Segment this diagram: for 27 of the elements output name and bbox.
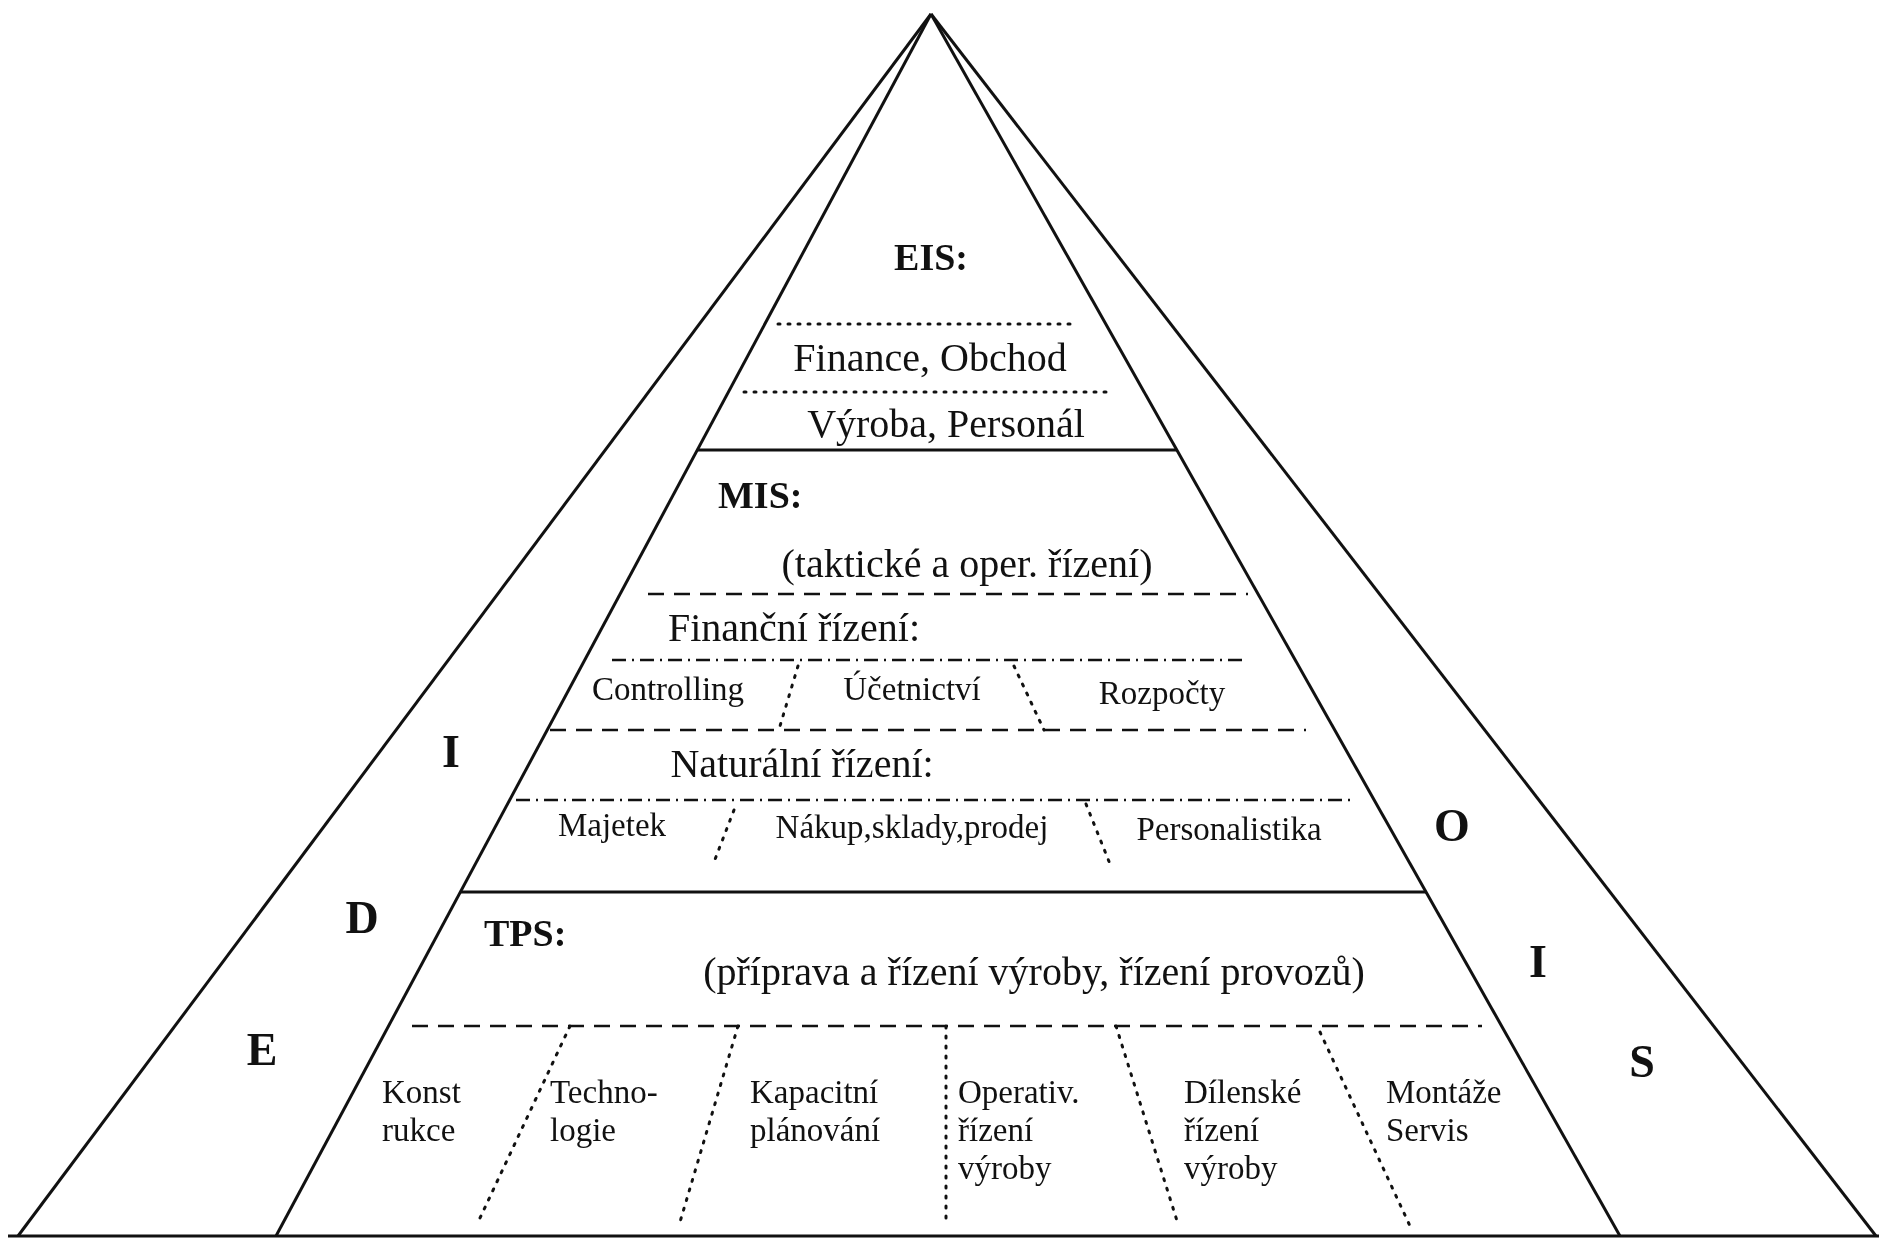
cell-label: Majetek [557, 807, 667, 845]
cell-label: Personalistika [1136, 811, 1322, 849]
cell-label: Controlling [591, 671, 745, 709]
tier-subtitle: (taktické a oper. řízení) [781, 541, 1153, 587]
cell-label: Techno- logie [550, 1074, 675, 1150]
cell-label: Výroba, Personál [807, 401, 1085, 447]
tier-subtitle: (příprava a řízení výroby, řízení provozů) [703, 949, 1365, 995]
cell-label: Dílenské řízení výroby [1184, 1074, 1334, 1188]
section-heading: Naturální řízení: [670, 741, 934, 787]
tier-heading: TPS: [484, 912, 567, 956]
cell-label: Operativ. řízení výroby [958, 1074, 1108, 1188]
side-letter: D [345, 891, 379, 945]
side-letter: I [442, 725, 460, 779]
cell-label: Kapacitní plánování [750, 1074, 925, 1150]
cell-label: Rozpočty [1098, 675, 1226, 713]
tier-heading: EIS: [894, 236, 968, 280]
cell-label: Nákup,sklady,prodej [775, 809, 1049, 847]
side-letter: O [1434, 799, 1470, 853]
section-heading: Finanční řízení: [667, 605, 921, 651]
cell-label: Finance, Obchod [793, 335, 1067, 381]
cell-label: Konst rukce [382, 1074, 482, 1150]
cell-label: Montáže Servis [1386, 1074, 1526, 1150]
side-letter: E [246, 1023, 278, 1077]
side-letter: I [1529, 935, 1547, 989]
cell-label: Účetnictví [843, 671, 981, 709]
side-letter: S [1629, 1035, 1655, 1089]
tier-heading: MIS: [718, 474, 803, 518]
